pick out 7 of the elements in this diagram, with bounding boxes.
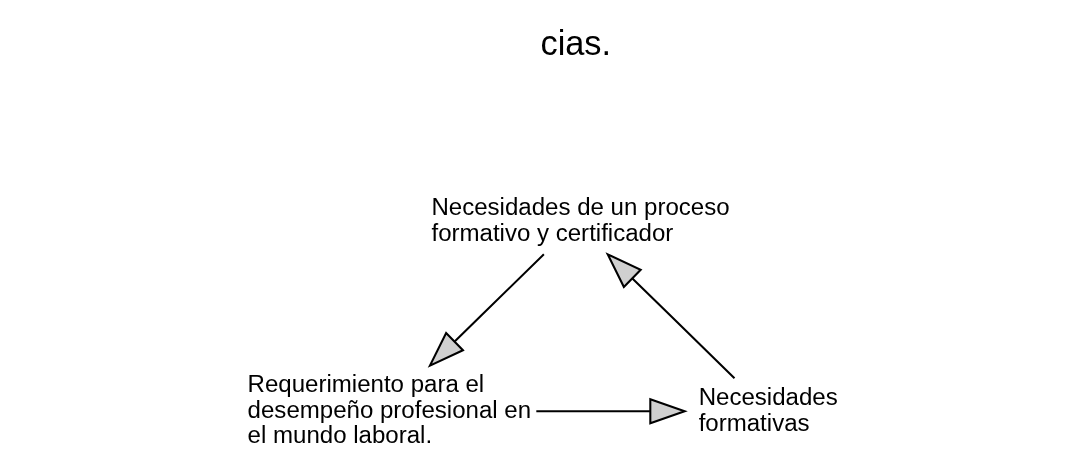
arrow [605,252,736,379]
arrow [536,397,688,425]
arrow [427,253,545,368]
label: cias. [540,23,612,62]
node-text: Necesidades de un proceso formativo y certificador [431,192,730,246]
node-text: Necesidades formativas [698,382,838,436]
node-text: Requerimiento para el desempeño profesional en el mundo laboral. [247,369,532,449]
